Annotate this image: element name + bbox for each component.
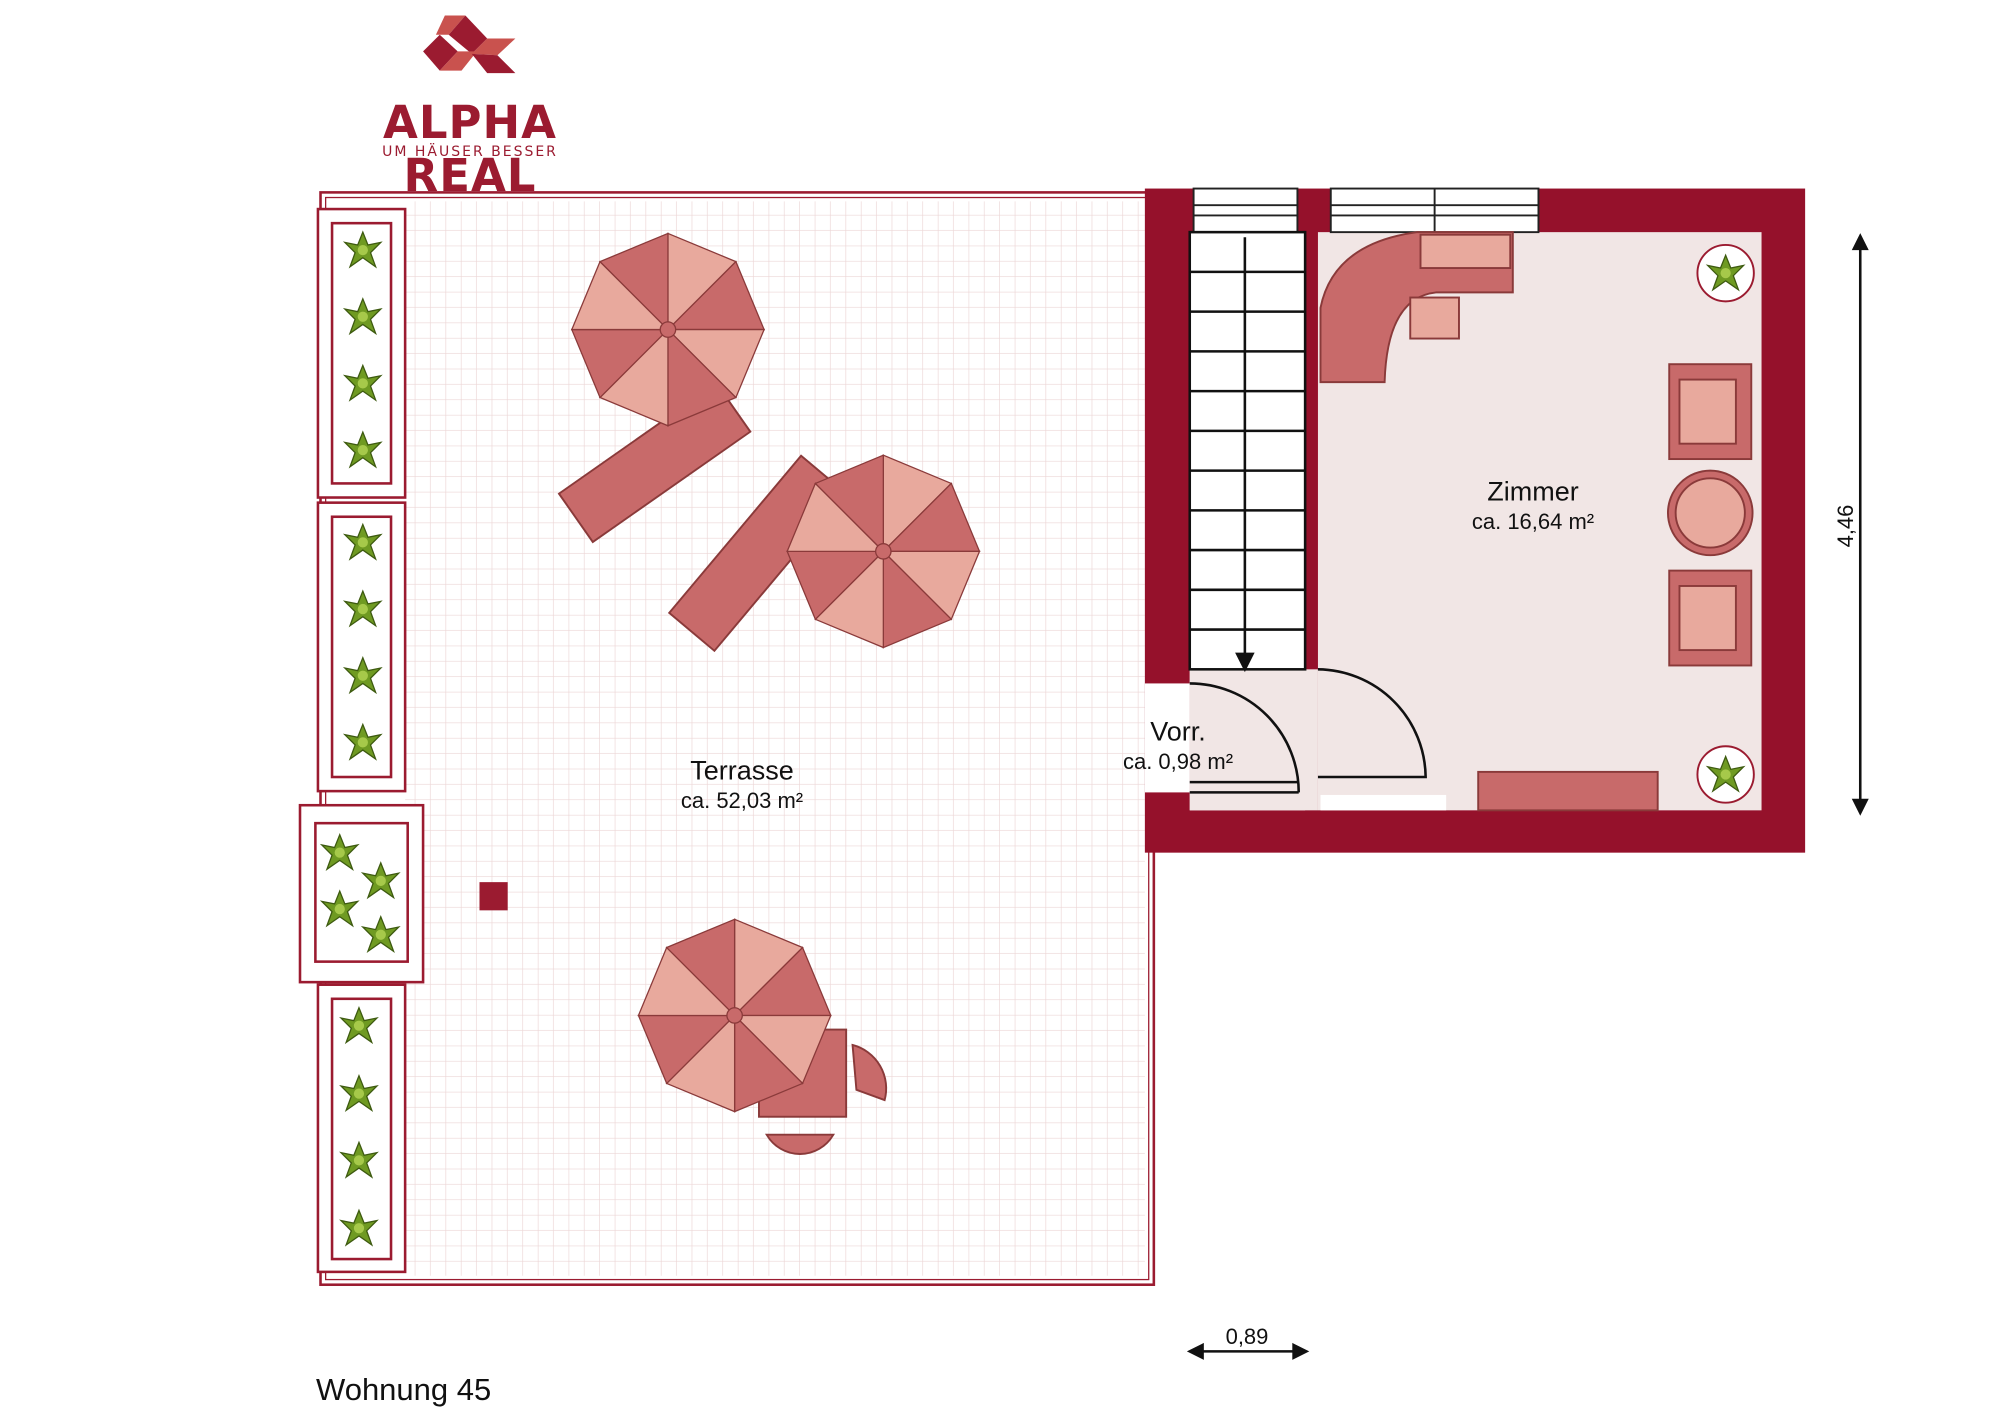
column-marker	[479, 882, 508, 911]
dimension-height: 4,46	[1833, 504, 1858, 548]
room-area-zimmer: ca. 16,64 m²	[1471, 509, 1595, 534]
windows	[1192, 187, 1540, 234]
room-area-vorr: ca. 0,98 m²	[1122, 749, 1234, 774]
logo-mark	[423, 15, 516, 74]
unit-title: Wohnung 45	[316, 1372, 492, 1407]
room-name-terrasse: Terrasse	[690, 755, 794, 786]
umbrella-icon	[570, 232, 766, 427]
umbrella-icon	[637, 918, 832, 1113]
room-name-zimmer: Zimmer	[1487, 476, 1579, 507]
room-name-vorr: Vorr.	[1150, 716, 1206, 747]
zimmer-furniture	[1319, 231, 1755, 812]
brand-tagline: UM HÄUSER BESSER	[382, 144, 558, 160]
sun-loungers	[557, 382, 848, 653]
dimension-width: 0,89	[1225, 1324, 1269, 1349]
room-area-terrasse: ca. 52,03 m²	[680, 788, 804, 813]
staircase	[1188, 230, 1307, 673]
umbrella-icon	[786, 454, 981, 649]
doors	[1189, 668, 1427, 794]
dimension-lines	[1186, 233, 1869, 1360]
brand-name: ALPHA REAL	[383, 96, 557, 202]
